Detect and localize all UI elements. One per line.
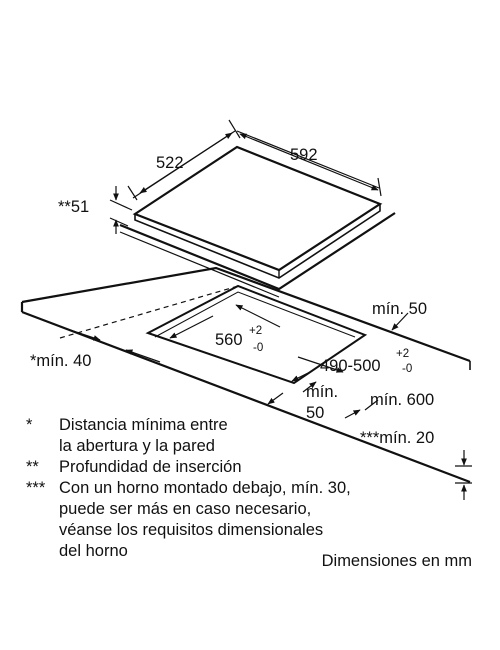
- footnote-text: la abertura y la pared: [59, 437, 215, 455]
- cutout-depth-label: 560: [215, 331, 243, 349]
- cutout-width-tol-minus: -0: [402, 363, 412, 375]
- min-back-label: mín. 50: [372, 300, 427, 318]
- hob-depth-label: 522: [156, 154, 184, 172]
- footnote-text: del horno: [59, 542, 128, 560]
- unit-note: Dimensiones en mm: [321, 552, 472, 570]
- footnote-mark: *: [26, 416, 33, 434]
- footnote-2: ** Profundidad de inserción: [26, 457, 486, 478]
- cutout: [145, 284, 368, 385]
- footnote-text: puede ser más en caso necesario,: [59, 500, 312, 518]
- min-depth-label: mín. 600: [370, 391, 434, 409]
- footnote-text: Con un horno montado debajo, mín. 30,: [59, 479, 351, 497]
- footnote-text: Profundidad de inserción: [59, 458, 242, 476]
- min-thickness-label: ***mín. 20: [360, 429, 434, 447]
- cutout-width-label: 490-500: [320, 357, 381, 375]
- min-side-label-line1: mín.: [306, 383, 338, 401]
- worktop-edge-top: [21, 266, 471, 363]
- insertion-depth-label: **51: [58, 198, 89, 216]
- hob-frame: [119, 212, 396, 291]
- min-front-label: *mín. 40: [30, 352, 91, 370]
- min-side-label-line2: 50: [306, 404, 324, 422]
- footnote-text: Distancia mínima entre: [59, 416, 228, 434]
- cutout-depth-tol-minus: -0: [253, 342, 263, 354]
- footnote-text: véanse los requisitos dimensionales: [59, 521, 324, 539]
- cutout-width-tol-plus: +2: [396, 348, 409, 360]
- hob-width-label: 592: [290, 146, 318, 164]
- footnotes: * Distancia mínima entre la abertura y l…: [26, 415, 486, 562]
- footnote-1: * Distancia mínima entre la abertura y l…: [26, 415, 486, 457]
- cutout-depth-tol-plus: +2: [249, 325, 262, 337]
- footnote-mark: ***: [26, 479, 46, 497]
- footnote-3: *** Con un horno montado debajo, mín. 30…: [26, 478, 486, 562]
- footnote-mark: **: [26, 458, 39, 476]
